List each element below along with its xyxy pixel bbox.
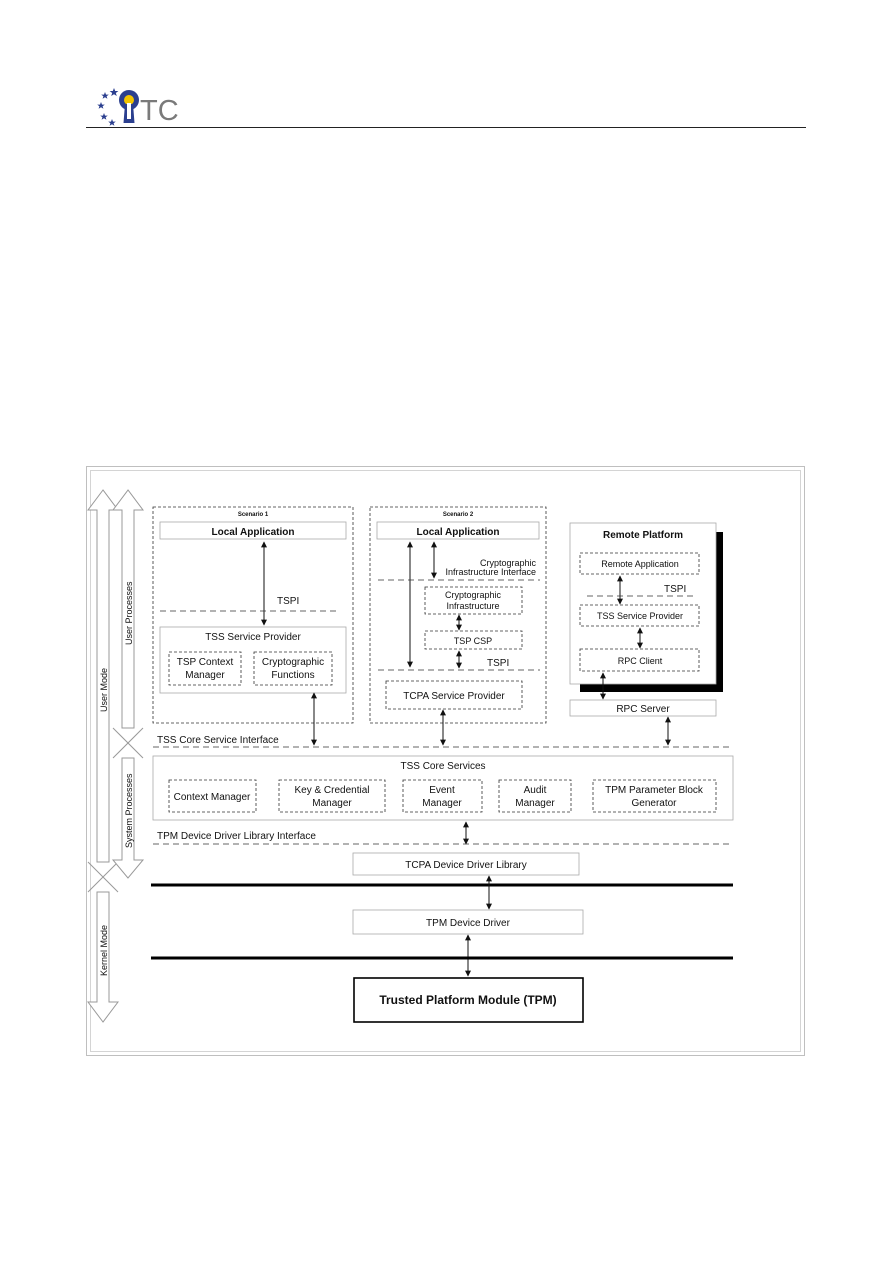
tss-core-services: TSS Core Services Context Manager Key & … bbox=[152, 755, 734, 821]
remote-platform: Remote Platform Remote Application TSPI … bbox=[569, 522, 723, 717]
audit-manager-line1: Audit bbox=[524, 785, 547, 796]
tpm-device-driver-box bbox=[352, 909, 584, 935]
cii-line2: Infrastructure Interface bbox=[445, 567, 536, 577]
user-processes-label: User Processes bbox=[124, 581, 134, 645]
key-credential-manager-box bbox=[278, 779, 386, 813]
cryptographic-infrastructure-box bbox=[424, 586, 523, 615]
local-application-label: Local Application bbox=[212, 527, 295, 538]
logo-text: TC bbox=[140, 95, 179, 126]
scenario-2: Scenario 2 Local Application Cryptograph… bbox=[369, 506, 547, 724]
tpm-ddl-interface-label: TPM Device Driver Library Interface bbox=[157, 831, 316, 842]
tpm-device-driver-label: TPM Device Driver bbox=[426, 918, 511, 929]
scenario-1-tspi-label: TSPI bbox=[277, 596, 299, 607]
user-mode-label: User Mode bbox=[99, 668, 109, 712]
tsp-context-manager-box bbox=[168, 651, 242, 686]
stars-icon bbox=[97, 88, 119, 126]
cryptographic-functions-line1: Cryptographic bbox=[262, 657, 324, 668]
tss-service-provider-label: TSS Service Provider bbox=[205, 632, 301, 643]
itc-logo: TC bbox=[97, 88, 179, 126]
event-manager-line2: Manager bbox=[422, 798, 462, 809]
keyhole-icon bbox=[119, 90, 139, 123]
remote-tspi-label: TSPI bbox=[664, 584, 686, 595]
remote-platform-title: Remote Platform bbox=[603, 530, 683, 541]
context-manager-box bbox=[168, 779, 257, 813]
tss-core-services-title: TSS Core Services bbox=[400, 761, 485, 772]
tpm-parameter-block-generator-line1: TPM Parameter Block bbox=[605, 785, 704, 796]
kernel-mode-arrow bbox=[87, 891, 119, 1023]
scenario-2-tspi-label: TSPI bbox=[487, 658, 509, 669]
scenario-1-title: Scenario 1 bbox=[238, 512, 269, 518]
tss-core-service-interface-label: TSS Core Service Interface bbox=[157, 735, 279, 746]
local-application-box bbox=[159, 521, 347, 540]
tsp-context-manager-line2: Manager bbox=[185, 670, 225, 681]
audit-manager-box bbox=[498, 779, 572, 813]
cryptographic-functions-box bbox=[253, 651, 333, 686]
tcpa-device-driver-library-label: TCPA Device Driver Library bbox=[405, 860, 527, 871]
cryptographic-infrastructure-line2: Infrastructure bbox=[446, 601, 499, 611]
scenario-1: Scenario 1 Local Application TSPI TSS Se… bbox=[152, 506, 354, 724]
tcpa-service-provider-box bbox=[385, 680, 523, 710]
key-credential-manager-line2: Manager bbox=[312, 798, 352, 809]
remote-tss-service-provider-label: TSS Service Provider bbox=[597, 611, 683, 621]
tsp-csp-label: TSP CSP bbox=[454, 636, 492, 646]
rpc-server-label: RPC Server bbox=[616, 704, 670, 715]
remote-application-label: Remote Application bbox=[601, 559, 679, 569]
tpm-parameter-block-generator-box bbox=[592, 779, 717, 813]
trusted-platform-module-label: Trusted Platform Module (TPM) bbox=[379, 993, 556, 1007]
key-credential-manager-line1: Key & Credential bbox=[294, 785, 369, 796]
cryptographic-functions-line2: Functions bbox=[271, 670, 314, 681]
context-manager-label: Context Manager bbox=[174, 792, 251, 803]
scenario-2-title: Scenario 2 bbox=[443, 512, 474, 518]
remote-tss-service-provider-box bbox=[579, 604, 700, 627]
tpm-parameter-block-generator-line2: Generator bbox=[631, 798, 677, 809]
cii-line1: Cryptographic bbox=[480, 558, 537, 568]
tcpa-service-provider-label: TCPA Service Provider bbox=[403, 691, 505, 702]
system-processes-arrow bbox=[111, 757, 145, 879]
system-processes-label: System Processes bbox=[124, 773, 134, 848]
tsp-csp-box bbox=[424, 630, 523, 650]
event-manager-line1: Event bbox=[429, 785, 455, 796]
rpc-client-box bbox=[579, 648, 700, 672]
tsp-context-manager-line1: TSP Context bbox=[177, 657, 234, 668]
event-manager-box bbox=[402, 779, 483, 813]
tcpa-device-driver-library-box bbox=[352, 852, 580, 876]
local-application-2-box bbox=[376, 521, 540, 540]
header-rule bbox=[86, 127, 806, 128]
local-application-2-label: Local Application bbox=[417, 527, 500, 538]
kernel-mode-label: Kernel Mode bbox=[99, 925, 109, 976]
cryptographic-infrastructure-line1: Cryptographic bbox=[445, 590, 502, 600]
user-processes-arrow bbox=[112, 489, 144, 759]
audit-manager-line2: Manager bbox=[515, 798, 555, 809]
remote-application-box bbox=[579, 552, 700, 575]
rpc-server-box bbox=[569, 699, 717, 717]
trusted-platform-module-box bbox=[353, 977, 584, 1023]
rpc-client-label: RPC Client bbox=[618, 656, 663, 666]
